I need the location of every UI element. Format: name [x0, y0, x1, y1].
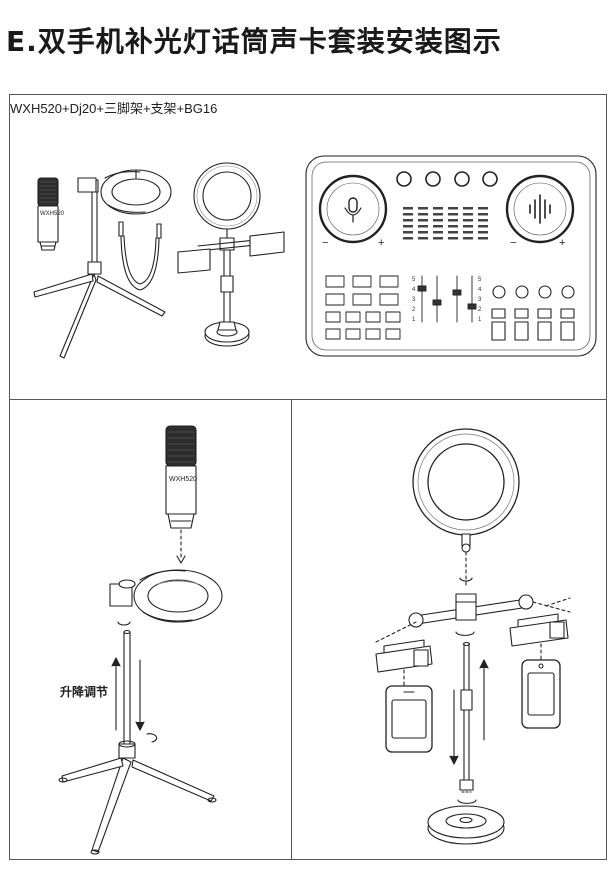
phone-left-icon	[385, 685, 433, 753]
page-title: E.双手机补光灯话筒声卡套装安装图示	[6, 25, 502, 58]
fader-scale-label: 2	[478, 307, 482, 313]
tripod-small-icon	[33, 169, 172, 359]
ring-light-small-icon	[177, 162, 285, 347]
fader-scale-label: 3	[412, 297, 416, 303]
shock-mount-icon	[109, 569, 223, 623]
fader-scale-label: 1	[412, 317, 416, 323]
tripod-large-icon	[58, 629, 217, 855]
rotate-arrow-icon	[117, 621, 131, 626]
phone-clip-right-icon	[509, 613, 569, 647]
rotate-arrow-icon-base	[457, 799, 477, 804]
phone-right-icon	[521, 659, 561, 729]
fader-scale-label: 5	[478, 277, 482, 283]
sound-card-icon: − + − +	[305, 155, 597, 357]
height-adjust-label: 升降调节	[60, 685, 109, 699]
rotate-arrow-icon-bar	[455, 631, 475, 636]
fader-scale-label: 2	[412, 307, 416, 313]
light-stand-base-icon	[427, 805, 505, 845]
mic-brand-label: WXH520	[40, 211, 65, 217]
down-arrow-icon	[176, 555, 186, 564]
rotate-arrow-icon-right	[459, 577, 473, 582]
kit-contents-label: WXH520+Dj20+三脚架+支架+BG16	[10, 101, 218, 116]
phone-bar-holder-icon	[375, 593, 571, 643]
ring-light-large-icon	[412, 428, 520, 553]
light-stand-pole-icon	[459, 641, 474, 793]
mic-brand-label-large: WXH520	[169, 476, 197, 483]
knob-minus-label-right: −	[510, 237, 516, 249]
phone-clip-left-icon	[375, 639, 433, 673]
knob-plus-label: +	[378, 237, 384, 249]
microphone-small-icon: WXH520	[37, 177, 65, 251]
knob-plus-label-right: +	[559, 237, 565, 249]
rotate-lock-icon	[146, 733, 158, 743]
fader-scale-label: 4	[478, 287, 482, 293]
fader-scale-label: 5	[412, 277, 416, 283]
knob-minus-label: −	[322, 237, 328, 249]
microphone-large-icon: WXH520	[165, 425, 197, 529]
fader-scale-label: 4	[412, 287, 416, 293]
audio-cable-icon	[118, 221, 162, 291]
fader-scale-label: 3	[478, 297, 482, 303]
ring-light-assembly-panel	[291, 399, 607, 860]
fader-scale-label: 1	[478, 317, 482, 323]
